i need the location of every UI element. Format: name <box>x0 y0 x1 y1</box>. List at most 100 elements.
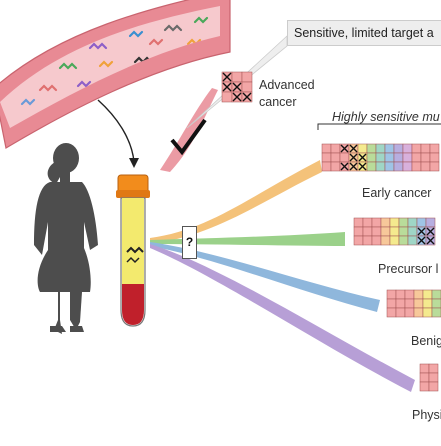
cross-mark <box>417 236 426 245</box>
grid-cell <box>411 152 422 163</box>
grid-cell <box>411 143 422 154</box>
grid-cell <box>428 363 439 374</box>
grid-cell <box>419 363 430 374</box>
grid-cell <box>241 71 253 83</box>
physio-label: Physi <box>412 408 441 422</box>
grid-cell <box>389 226 400 237</box>
advanced-label-line2: cancer <box>259 95 297 109</box>
blood-tube <box>116 174 150 327</box>
grid-cell <box>339 152 350 163</box>
grid-cell <box>375 152 386 163</box>
grid-cell <box>353 217 364 228</box>
grid-cell <box>321 143 332 154</box>
grid-cell <box>366 152 377 163</box>
grid-cell <box>404 289 415 300</box>
grid-cell <box>375 143 386 154</box>
grid-cell <box>353 226 364 237</box>
grid-cell <box>380 226 391 237</box>
cross-mark <box>222 72 232 82</box>
grid-cell <box>429 161 440 172</box>
person-silhouette <box>34 143 98 334</box>
grid-cell <box>321 161 332 172</box>
benign-grid <box>386 289 441 318</box>
grid-cell <box>384 161 395 172</box>
grid-cell <box>241 81 253 93</box>
grid-cell <box>393 152 404 163</box>
grid-cell <box>398 235 409 246</box>
grid-cell <box>404 307 415 318</box>
grid-cell <box>404 298 415 309</box>
grid-cell <box>395 307 406 318</box>
grid-cell <box>395 289 406 300</box>
advanced-cancer-band <box>160 88 218 172</box>
early-cancer-label: Early cancer <box>362 186 432 200</box>
grid-cell <box>366 143 377 154</box>
grid-cell <box>375 161 386 172</box>
grid-cell <box>321 152 332 163</box>
grid-cell <box>353 235 364 246</box>
grid-cell <box>402 152 413 163</box>
precursor-grid <box>353 217 436 246</box>
grid-cell <box>380 235 391 246</box>
grid-cell <box>371 217 382 228</box>
cross-mark <box>417 227 426 236</box>
physio-grid <box>419 363 439 392</box>
grid-cell <box>386 289 397 300</box>
blood-vessel <box>0 0 231 149</box>
cross-mark <box>426 236 435 245</box>
cross-mark <box>232 82 242 92</box>
grid-cell <box>407 217 418 228</box>
cross-mark <box>232 92 242 102</box>
grid-cell <box>362 226 373 237</box>
grid-cell <box>419 372 430 383</box>
cross-mark <box>358 153 367 162</box>
cross-mark <box>426 227 435 236</box>
grid-cell <box>422 298 433 309</box>
cross-mark <box>340 162 349 171</box>
cross-mark <box>222 82 232 92</box>
cross-mark <box>349 162 358 171</box>
grid-cell <box>366 161 377 172</box>
grid-cell <box>411 161 422 172</box>
grid-cell <box>389 217 400 228</box>
grid-cell <box>419 381 430 392</box>
grid-cell <box>420 161 431 172</box>
early-cancer-grid <box>321 143 440 172</box>
cross-mark <box>340 144 349 153</box>
grid-cell <box>393 161 404 172</box>
precursor-label: Precursor l <box>378 262 439 276</box>
top-callout-text: Sensitive, limited target a <box>294 26 434 40</box>
grid-cell <box>407 235 418 246</box>
grid-cell <box>429 152 440 163</box>
grid-cell <box>330 152 341 163</box>
grid-cell <box>413 298 424 309</box>
top-callout: Sensitive, limited target a <box>287 20 441 46</box>
grid-cell <box>389 235 400 246</box>
grid-cell <box>330 143 341 154</box>
grid-cell <box>422 307 433 318</box>
grid-cell <box>420 152 431 163</box>
grid-cell <box>425 217 436 228</box>
highly-sensitive-label: Highly sensitive mu <box>332 110 440 124</box>
grid-cell <box>407 226 418 237</box>
advanced-label-line1: Advanced <box>259 78 315 92</box>
question-box: ? <box>182 226 197 259</box>
grid-cell <box>428 372 439 383</box>
checkmark-icon <box>170 118 207 156</box>
grid-cell <box>221 91 233 103</box>
cross-mark <box>349 153 358 162</box>
grid-cell <box>402 143 413 154</box>
grid-cell <box>422 289 433 300</box>
grid-cell <box>384 152 395 163</box>
grid-cell <box>416 217 427 228</box>
grid-cell <box>357 143 368 154</box>
grid-cell <box>402 161 413 172</box>
arrow-to-tube <box>97 99 139 168</box>
grid-cell <box>431 307 441 318</box>
grid-cell <box>413 289 424 300</box>
grid-cell <box>428 381 439 392</box>
benign-label: Benig <box>411 334 441 348</box>
grid-cell <box>362 235 373 246</box>
